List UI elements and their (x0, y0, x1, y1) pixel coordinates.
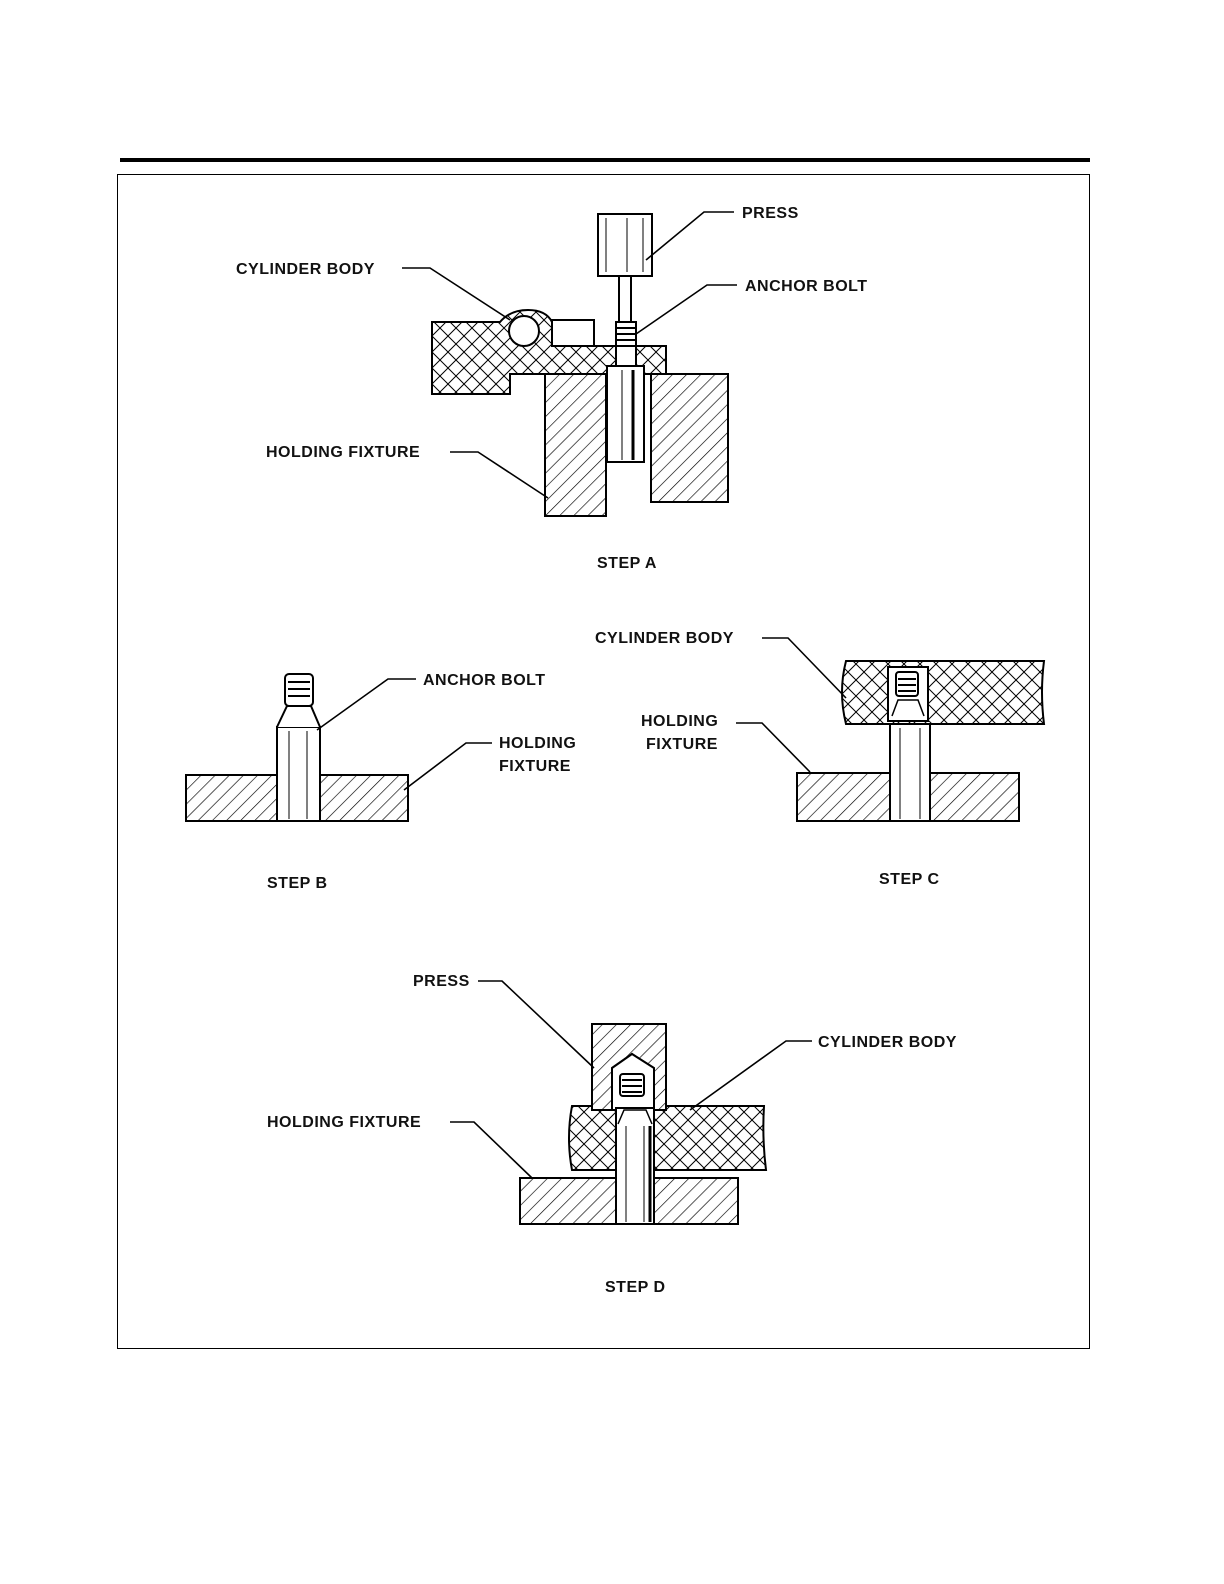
step-b-fixture-leader (404, 743, 492, 790)
step-a-raised-block (552, 320, 594, 346)
step-d-cylinder-leader (690, 1041, 812, 1110)
step-b-caption: STEP B (267, 875, 328, 892)
step-a-fixture-right (651, 374, 728, 502)
step-a-anchor-bolt (607, 322, 644, 462)
step-a-bore-circle (509, 316, 539, 346)
step-a-group: PRESS ANCHOR BOLT CYLINDER BODY HOLDING … (236, 205, 868, 572)
step-d-fixture-leader (450, 1122, 532, 1178)
step-c-anchor-bolt (888, 667, 930, 821)
step-c-holding-label-line2: FIXTURE (646, 736, 718, 753)
step-c-cylinder-body (842, 661, 1044, 724)
step-c-fixture-leader (736, 723, 810, 772)
step-b-anchor-leader (317, 679, 416, 730)
step-a-anchor-bolt-label: ANCHOR BOLT (745, 278, 868, 295)
step-a-cylinder-leader (402, 268, 510, 320)
step-d-caption: STEP D (605, 1279, 666, 1296)
step-d-press-leader (478, 981, 594, 1068)
step-a-holding-fixture-label: HOLDING FIXTURE (266, 444, 420, 461)
step-d-press-label: PRESS (413, 973, 470, 990)
step-a-anchor-leader (636, 285, 737, 334)
step-d-cylinder-body-label: CYLINDER BODY (818, 1034, 957, 1051)
step-a-caption: STEP A (597, 555, 657, 572)
step-c-cylinder-body-label: CYLINDER BODY (595, 630, 734, 647)
step-c-caption: STEP C (879, 871, 940, 888)
step-d-holding-fixture-label: HOLDING FIXTURE (267, 1114, 421, 1131)
step-b-holding-label-line2: FIXTURE (499, 758, 571, 775)
step-c-group: CYLINDER BODY HOLDING FIXTURE STEP C (595, 630, 1044, 888)
step-a-press-label: PRESS (742, 205, 799, 222)
step-a-cylinder-body-label: CYLINDER BODY (236, 261, 375, 278)
step-b-group: ANCHOR BOLT HOLDING FIXTURE STEP B (186, 672, 576, 892)
step-d-anchor-bolt (612, 1054, 654, 1224)
step-b-anchor-bolt (277, 674, 320, 821)
step-a-fixture-leader (450, 452, 548, 498)
step-c-cylinder-leader (762, 638, 846, 698)
step-d-group: PRESS CYLINDER BODY HOLDING FIXTURE STEP… (267, 973, 957, 1296)
step-c-holding-label-line1: HOLDING (641, 713, 718, 730)
step-d-cylinder-body (569, 1106, 766, 1170)
step-a-press (598, 214, 652, 322)
step-b-anchor-bolt-label: ANCHOR BOLT (423, 672, 546, 689)
step-a-press-leader (646, 212, 734, 260)
step-a-fixture-left (545, 374, 606, 516)
step-b-holding-label-line1: HOLDING (499, 735, 576, 752)
